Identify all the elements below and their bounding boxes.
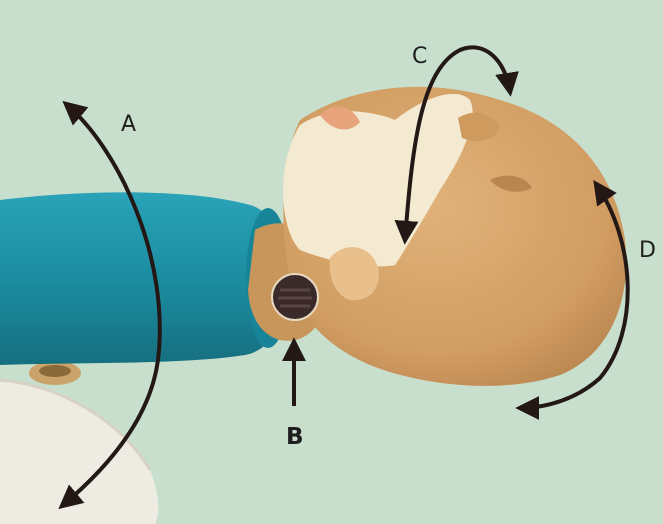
label-d: D: [639, 240, 656, 262]
label-c: C: [412, 46, 427, 68]
stand-bolt-hole: [39, 365, 71, 377]
label-b: B: [286, 426, 304, 449]
label-a: A: [121, 114, 136, 136]
